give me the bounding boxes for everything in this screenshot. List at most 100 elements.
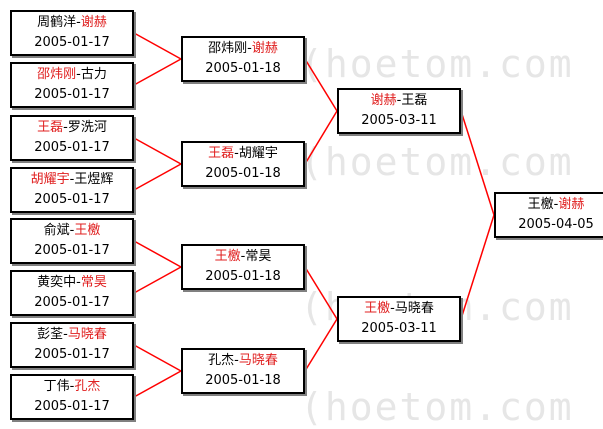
bracket-connector-line: [133, 32, 182, 60]
round2-match: 孔杰-马晓春 2005-01-18: [181, 348, 305, 394]
player-name: 常昊: [245, 249, 272, 264]
bracket-connector-line: [133, 137, 182, 165]
round1-match: 王磊-罗洗河 2005-01-17: [10, 115, 134, 161]
separator-dash: -: [69, 379, 75, 394]
match-date: 2005-03-11: [361, 113, 437, 128]
separator-dash: -: [76, 275, 81, 290]
separator-dash: -: [396, 93, 402, 108]
player-name: 王磊: [401, 93, 428, 108]
bracket-connector-line: [460, 110, 495, 216]
bracket-connector-line: [133, 266, 182, 294]
player-name: 罗洗河: [67, 120, 107, 135]
bracket-connector-line: [133, 163, 182, 191]
separator-dash: -: [247, 41, 252, 56]
match-players: 彭荃-马晓春: [37, 325, 107, 345]
bracket-connector-line: [304, 266, 338, 320]
player-name: 王磊: [208, 146, 235, 161]
match-date: 2005-01-18: [205, 269, 281, 284]
match-players: 俞斌-王檄: [44, 221, 101, 241]
player-name: 丁伟: [43, 379, 70, 394]
player-name: 谢赫: [370, 93, 397, 108]
player-name: 胡耀宇: [30, 172, 70, 187]
bracket-connector-line: [133, 344, 182, 372]
round1-match: 俞斌-王檄 2005-01-17: [10, 218, 134, 264]
match-date: 2005-03-11: [361, 321, 437, 336]
round1-match: 黄奕中-常昊 2005-01-17: [10, 270, 134, 316]
match-date: 2005-01-17: [34, 87, 110, 102]
bracket-connector-line: [304, 58, 338, 112]
player-name: 谢赫: [251, 41, 278, 56]
match-players: 胡耀宇-王煜辉: [31, 170, 114, 190]
player-name: 谢赫: [558, 197, 585, 212]
round2-match: 王檄-常昊 2005-01-18: [181, 244, 305, 290]
player-name: 马晓春: [238, 353, 278, 368]
player-name: 周鹤洋: [37, 15, 77, 30]
match-players: 黄奕中-常昊: [37, 273, 107, 293]
round1-match: 邵炜刚-古力 2005-01-17: [10, 62, 134, 108]
separator-dash: -: [234, 353, 239, 368]
separator-dash: -: [234, 146, 239, 161]
match-date: 2005-04-05: [518, 217, 594, 232]
match-players: 王檄-谢赫: [528, 195, 585, 215]
match-date: 2005-01-17: [34, 399, 110, 414]
player-name: 黄奕中: [37, 275, 77, 290]
separator-dash: -: [553, 197, 559, 212]
round1-match: 丁伟-孔杰 2005-01-17: [10, 374, 134, 420]
player-name: 王檄: [364, 301, 391, 316]
match-date: 2005-01-17: [34, 140, 110, 155]
player-name: 谢赫: [80, 15, 107, 30]
match-date: 2005-01-17: [34, 192, 110, 207]
player-name: 胡耀宇: [238, 146, 278, 161]
player-name: 常昊: [80, 275, 107, 290]
player-name: 邵炜刚: [37, 67, 77, 82]
semifinal-match: 谢赫-王磊 2005-03-11: [337, 88, 461, 134]
bracket-connector-line: [133, 370, 182, 398]
match-players: 周鹤洋-谢赫: [37, 13, 107, 33]
round2-match: 邵炜刚-谢赫 2005-01-18: [181, 36, 305, 82]
match-players: 丁伟-孔杰: [44, 377, 101, 397]
player-name: 王磊: [37, 120, 64, 135]
round1-match: 周鹤洋-谢赫 2005-01-17: [10, 10, 134, 56]
match-players: 孔杰-马晓春: [208, 351, 278, 371]
player-name: 彭荃: [37, 327, 64, 342]
round1-match: 胡耀宇-王煜辉 2005-01-17: [10, 167, 134, 213]
match-date: 2005-01-18: [205, 373, 281, 388]
separator-dash: -: [76, 67, 81, 82]
separator-dash: -: [69, 172, 75, 187]
match-players: 谢赫-王磊: [371, 91, 428, 111]
player-name: 王檄: [74, 223, 101, 238]
player-name: 古力: [80, 67, 107, 82]
round1-match: 彭荃-马晓春 2005-01-17: [10, 322, 134, 368]
player-name: 孔杰: [208, 353, 235, 368]
player-name: 马晓春: [67, 327, 107, 342]
player-name: 孔杰: [74, 379, 101, 394]
match-players: 王磊-胡耀宇: [208, 144, 278, 164]
match-date: 2005-01-17: [34, 35, 110, 50]
match-date: 2005-01-18: [205, 166, 281, 181]
final-match: 王檄-谢赫 2005-04-05: [494, 192, 603, 238]
match-date: 2005-01-17: [34, 243, 110, 258]
bracket-connector-line: [304, 318, 338, 372]
separator-dash: -: [63, 120, 68, 135]
bracket-connector-line: [133, 58, 182, 86]
match-date: 2005-01-17: [34, 295, 110, 310]
player-name: 王煜辉: [74, 172, 114, 187]
separator-dash: -: [76, 15, 81, 30]
player-name: 王檄: [527, 197, 554, 212]
bracket-connector-line: [460, 214, 495, 320]
player-name: 王檄: [214, 249, 241, 264]
player-name: 俞斌: [43, 223, 70, 238]
match-players: 邵炜刚-谢赫: [208, 39, 278, 59]
round2-match: 王磊-胡耀宇 2005-01-18: [181, 141, 305, 187]
separator-dash: -: [63, 327, 68, 342]
match-date: 2005-01-18: [205, 61, 281, 76]
separator-dash: -: [390, 301, 395, 316]
semifinal-match: 王檄-马晓春 2005-03-11: [337, 296, 461, 342]
match-players: 王檄-马晓春: [364, 299, 434, 319]
player-name: 马晓春: [394, 301, 434, 316]
match-players: 王檄-常昊: [215, 247, 272, 267]
bracket-connector-line: [304, 110, 338, 165]
bracket-connector-line: [133, 240, 182, 268]
match-date: 2005-01-17: [34, 347, 110, 362]
